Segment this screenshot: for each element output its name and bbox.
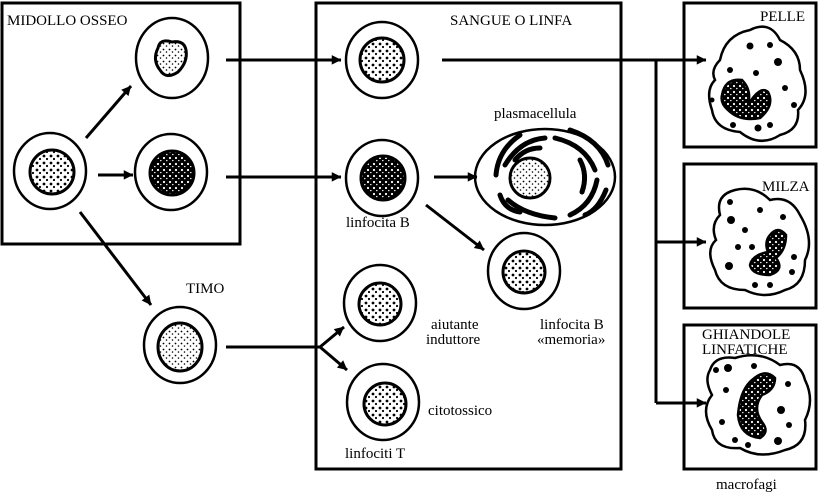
label-bone-marrow: MIDOLLO OSSEO xyxy=(7,13,128,29)
label-helper-line2: induttore xyxy=(426,332,481,348)
b-precursor-cell xyxy=(133,132,209,212)
label-cytotoxic: citotossico xyxy=(428,403,493,419)
arrow-stem-to-monocyte xyxy=(84,85,133,139)
arrow-t-helper xyxy=(319,325,345,349)
label-thymus: TIMO xyxy=(186,281,225,297)
label-macrophages: macrofagi xyxy=(716,477,777,493)
label-lymph-glands-line1: GHIANDOLE xyxy=(702,327,791,343)
label-b-lymphocyte: linfocita B xyxy=(346,215,410,231)
label-spleen: MILZA xyxy=(762,179,810,195)
skin-box xyxy=(682,1,818,149)
label-blood-lymph: SANGUE O LINFA xyxy=(450,13,573,29)
skin-macrophage xyxy=(707,25,807,142)
b-lymphocyte-cell xyxy=(344,138,420,218)
arrow-stem-to-thymus xyxy=(78,211,153,306)
monocyte-precursor-cell xyxy=(134,16,210,100)
bone-marrow-box xyxy=(0,1,242,246)
label-lymph-glands-line2: LINFATICHE xyxy=(702,342,788,358)
arrow-t-cytotoxic xyxy=(319,345,348,372)
arrows xyxy=(78,55,707,408)
label-t-lymphocytes: linfociti T xyxy=(345,446,406,462)
thymus-cell xyxy=(142,305,218,385)
arrow-b-to-memory xyxy=(425,203,485,252)
blood-lymph-box xyxy=(314,1,623,471)
plasma-cell xyxy=(473,127,617,227)
memory-b-cell xyxy=(486,231,562,311)
label-memory-b-line2: «memoria» xyxy=(537,332,606,348)
stem-cell xyxy=(12,131,88,211)
lymph-glands-box xyxy=(682,323,818,471)
cytotoxic-t-cell xyxy=(345,362,421,442)
label-plasma-cell: plasmacellula xyxy=(494,106,577,122)
label-skin: PELLE xyxy=(760,9,805,25)
lymph-gland-macrophage xyxy=(704,353,812,456)
label-memory-b-line1: linfocita B xyxy=(540,317,604,333)
spleen-macrophage xyxy=(709,187,811,297)
monocyte-cell xyxy=(344,20,420,100)
label-helper-line1: aiutante xyxy=(431,317,479,333)
spleen-box xyxy=(682,162,818,310)
helper-t-cell xyxy=(342,263,418,343)
